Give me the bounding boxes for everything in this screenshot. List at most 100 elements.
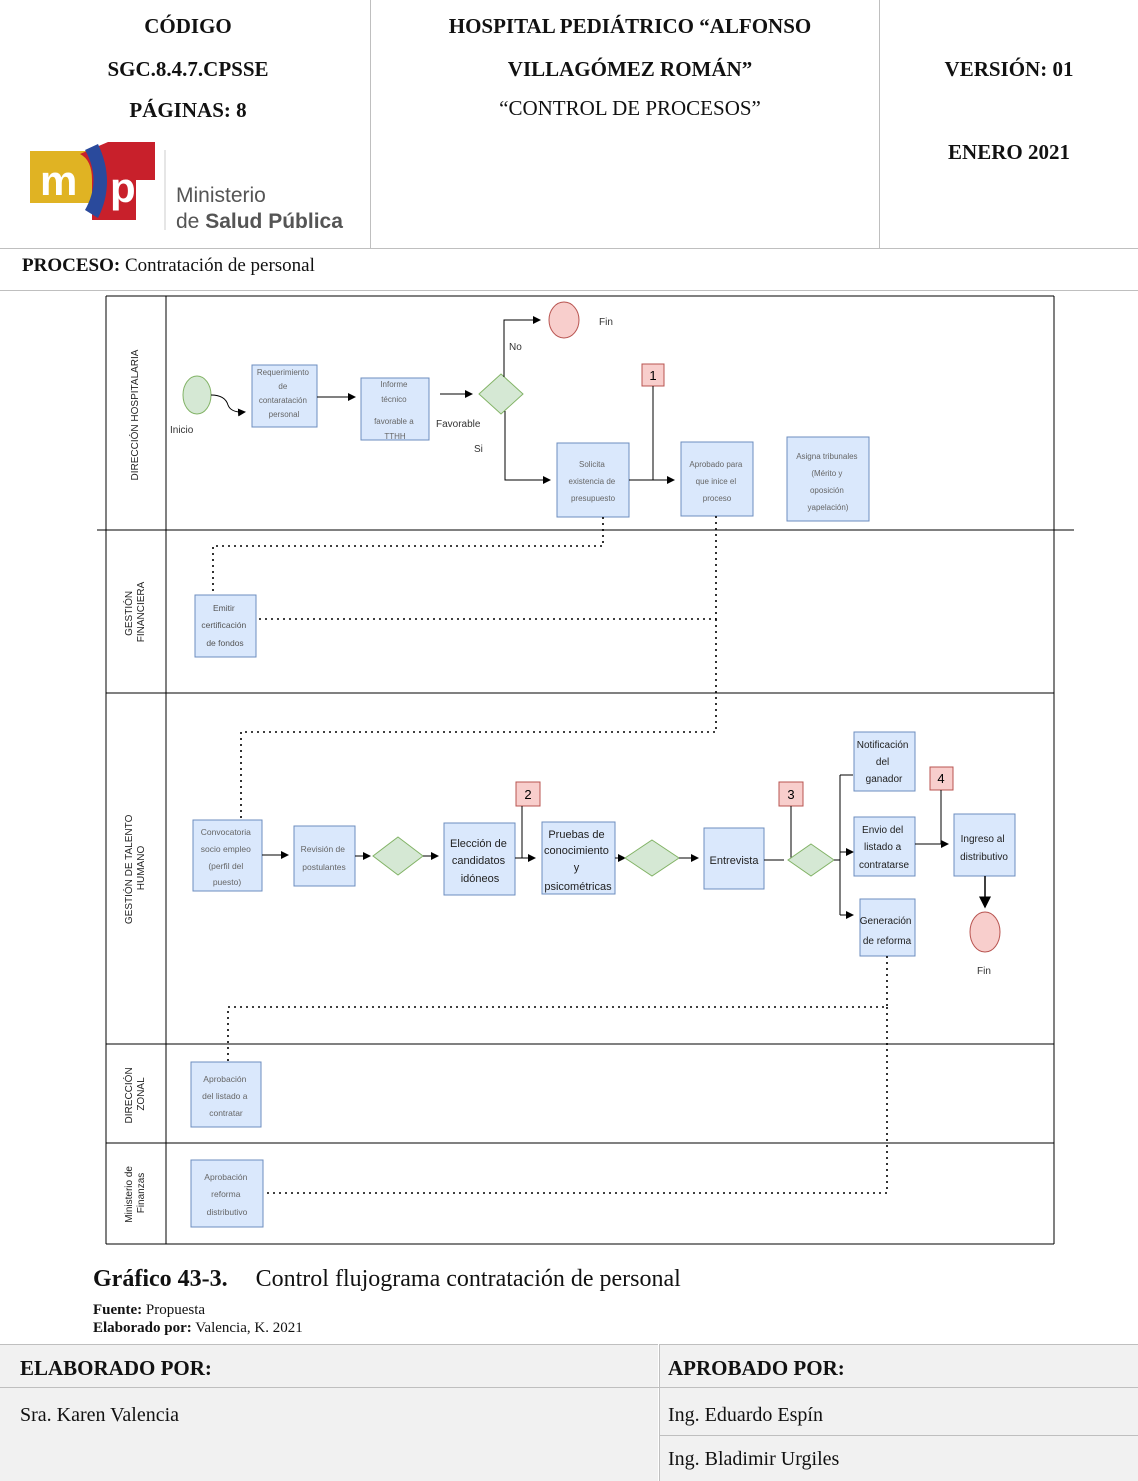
dotted-generacion-aprob-listado — [227, 956, 888, 1062]
aprobado-label: APROBADO POR: — [668, 1356, 845, 1380]
swimlane-frame — [97, 295, 1074, 1245]
marker-2: 2 — [524, 787, 531, 802]
box-solicita — [556, 442, 630, 518]
logo-salud-publica: de Salud Pública — [176, 210, 343, 234]
box-generacion — [859, 898, 916, 957]
dotted-solicita-emitir — [212, 517, 604, 595]
edge-decision-si — [504, 411, 551, 484]
box-aprob-listado-text: Aprobación del listado a contratar — [202, 1074, 250, 1118]
end-label-1: Fin — [599, 317, 613, 328]
box-envio — [853, 816, 916, 877]
marker-3: 3 — [787, 787, 794, 802]
elaborado-name: Sra. Karen Valencia — [20, 1404, 180, 1426]
label-no: No — [509, 342, 522, 353]
code-value: SGC.8.4.7.CPSSE — [107, 57, 269, 81]
caption-number: Gráfico 43-3. — [93, 1266, 228, 1292]
box-eleccion-text: Elección de candidatos idóneos — [450, 838, 510, 885]
decision-entrevista — [787, 843, 835, 877]
logo-ministerio: Ministerio — [176, 184, 266, 207]
date: ENERO 2021 — [948, 140, 1070, 164]
box-informe-text: Informe técnico favorable a TTHH — [374, 380, 416, 441]
code-label: CÓDIGO — [144, 14, 232, 38]
end-node-1 — [548, 301, 580, 339]
marker-4: 4 — [937, 771, 944, 786]
footer-row-line-2 — [659, 1435, 1138, 1436]
header-divider-2 — [879, 0, 880, 248]
caption-title: Control flujograma contratación de perso… — [255, 1266, 681, 1292]
process-value: Contratación de personal — [124, 255, 315, 276]
footer-row-line-1 — [0, 1387, 1138, 1388]
box-solicita-text: Solicita existencia de presupuesto — [569, 460, 618, 503]
box-aprob-listado — [190, 1061, 262, 1128]
box-pruebas — [541, 821, 616, 895]
box-aprobado-text: Aprobado para que inice el proceso — [689, 460, 744, 503]
box-revision-text: Revisión de postulantes — [301, 844, 348, 872]
box-ingreso — [953, 813, 1016, 877]
dotted-aprobado-convocatoria — [240, 619, 717, 820]
box-convocatoria-text: Convocatoria socio empleo (perfil del pu… — [201, 827, 253, 887]
box-ingreso-text: Ingreso al distributivo — [960, 834, 1008, 863]
lane-label-gestion-financiera: GESTIÓN FINANCIERA — [122, 581, 147, 642]
aprobado-name-1: Ing. Eduardo Espín — [668, 1404, 823, 1426]
start-node — [182, 375, 212, 415]
lane-label-ministerio-finanzas: Ministerio de Finanzas — [124, 1163, 147, 1222]
source-label: Fuente: — [93, 1302, 143, 1318]
label-favorable: Favorable — [436, 419, 481, 430]
edge-decision-no — [503, 316, 541, 377]
box-aprob-reforma-text: Aprobación reforma distributivo — [204, 1172, 249, 1217]
start-label: Inicio — [170, 425, 194, 436]
box-entrevista — [703, 827, 765, 890]
edge-start-req — [210, 394, 246, 417]
dotted-aprobado-emitir — [258, 516, 717, 620]
header-bottom-line — [0, 248, 1138, 249]
decision-pruebas — [624, 839, 680, 877]
source-value: Propuesta — [145, 1302, 206, 1318]
edge-branch-trunk — [834, 775, 841, 915]
label-si: Si — [474, 444, 483, 455]
box-emitir — [194, 594, 257, 658]
box-tribunales-text: Asigna tribunales (Mérito y oposición ya… — [796, 452, 860, 512]
lane-label-direccion-hospitalaria: DIRECCIÓN HOSPITALARIA — [128, 349, 141, 480]
elaborado-label: ELABORADO POR: — [20, 1356, 212, 1380]
end-node-2 — [969, 911, 1001, 953]
aprobado-cell — [659, 1344, 1138, 1481]
hospital-title-line2: VILLAGÓMEZ ROMÁN” — [507, 57, 753, 81]
box-requerimiento — [251, 364, 318, 428]
box-pruebas-text: Pruebas de conocimiento y psicométricas — [544, 829, 612, 893]
box-convocatoria — [192, 819, 263, 892]
decision-revision — [372, 836, 424, 876]
author-label: Elaborado por: — [93, 1320, 192, 1336]
box-envio-text: Envio del listado a contratarse — [859, 825, 909, 871]
caption-source: Fuente: Propuesta — [93, 1302, 205, 1319]
lane-label-direccion-zonal: DIRECCIÓN ZONAL — [122, 1065, 147, 1124]
box-aprobado — [680, 441, 754, 517]
marker-1: 1 — [649, 368, 656, 383]
lane-label-gestion-talento-humano: GESTIÓN DE TALENTO HUMANO — [122, 812, 147, 924]
box-notificacion — [853, 731, 916, 792]
logo-letter-m: m — [40, 157, 77, 204]
logo-salud: Salud Pública — [205, 210, 343, 233]
header-divider-1 — [370, 0, 371, 248]
decision-favorable — [478, 373, 524, 415]
figure-caption: Gráfico 43-3. Control flujograma contrat… — [93, 1266, 681, 1293]
box-revision — [293, 825, 356, 887]
box-emitir-text: Emitir certificación de fondos — [201, 603, 248, 648]
process-label: PROCESO: — [22, 255, 121, 276]
pages-count: PÁGINAS: 8 — [129, 98, 247, 122]
logo-letter-p: p — [110, 164, 136, 211]
process-bottom-line — [0, 290, 1138, 291]
end-label-2: Fin — [977, 966, 991, 977]
process-row: PROCESO: Contratación de personal — [22, 255, 315, 277]
box-aprob-reforma — [190, 1159, 264, 1228]
logo-de: de — [176, 210, 206, 233]
marker-2-box — [515, 781, 541, 807]
caption-author: Elaborado por: Valencia, K. 2021 — [93, 1320, 303, 1337]
aprobado-name-2: Ing. Bladimir Urgiles — [668, 1448, 840, 1470]
author-value: Valencia, K. 2021 — [195, 1320, 303, 1336]
version: VERSIÓN: 01 — [944, 57, 1074, 81]
box-requerimiento-text: Requerimiento de contaratación personal — [257, 368, 311, 419]
msp-logo: m p Ministerio de Salud Pública — [30, 140, 360, 235]
elaborado-cell — [0, 1344, 658, 1481]
box-informe — [360, 377, 430, 441]
